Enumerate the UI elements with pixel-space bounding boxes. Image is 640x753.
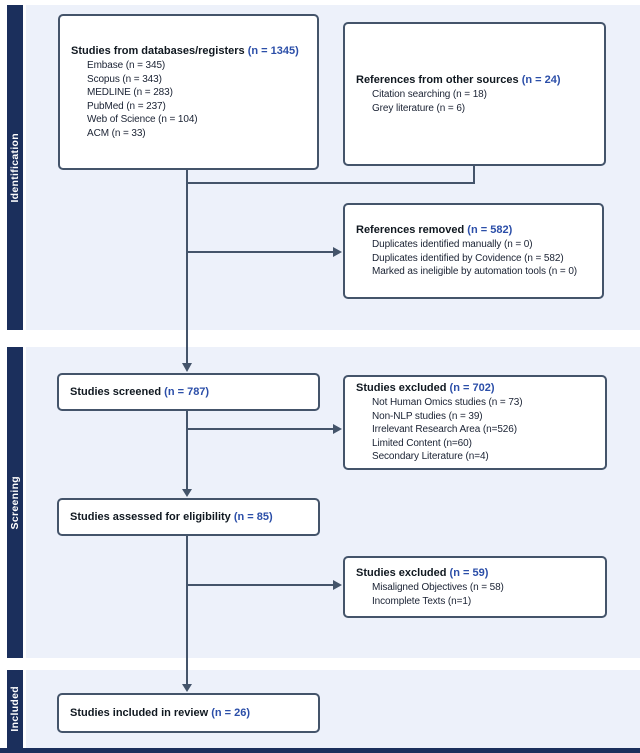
box-studies-excluded-eligibility: Studies excluded (n = 59) Misaligned Obj…	[343, 556, 607, 618]
box-title: References removed (n = 582)	[356, 223, 598, 238]
box-n-value: (n = 26)	[211, 706, 251, 719]
box-subitems: Not Human Omics studies (n = 73)Non-NLP …	[356, 396, 601, 464]
box-subitem: Not Human Omics studies (n = 73)	[372, 397, 523, 409]
arrowhead-to-excluded-eligibility	[333, 580, 342, 590]
box-n-value: (n = 1345)	[247, 45, 299, 57]
box-title: Studies included in review (n = 26)	[70, 706, 314, 721]
box-title: Studies screened (n = 787)	[70, 385, 314, 400]
box-studies-included: Studies included in review (n = 26)	[57, 693, 320, 733]
box-title: Studies from databases/registers (n = 13…	[71, 44, 313, 59]
box-subitem: Scopus (n = 343)	[87, 73, 162, 85]
box-subitem: Non-NLP studies (n = 39)	[372, 410, 483, 422]
arrowhead-to-included	[182, 684, 192, 692]
box-title-text: Studies from databases/registers	[71, 45, 245, 57]
box-title-text: Studies excluded	[356, 567, 447, 579]
arrowhead-to-screened	[182, 363, 192, 372]
box-subitem: Irrelevant Research Area (n=526)	[372, 424, 517, 436]
box-studies-screened: Studies screened (n = 787)	[57, 373, 320, 411]
arrowhead-to-assessed	[182, 489, 192, 497]
box-subitem: Duplicates identified manually (n = 0)	[372, 239, 533, 251]
box-subitem: MEDLINE (n = 283)	[87, 87, 173, 98]
box-subitem: Grey literature (n = 6)	[372, 102, 466, 114]
box-subitems: Duplicates identified manually (n = 0)Du…	[356, 238, 598, 279]
box-subitem: Marked as ineligible by automation tools…	[372, 266, 578, 278]
box-n-value: (n = 582)	[467, 224, 513, 237]
box-n-value: (n = 702)	[449, 382, 495, 395]
box-studies-assessed: Studies assessed for eligibility (n = 85…	[57, 498, 320, 536]
box-subitem: Limited Content (n=60)	[372, 437, 472, 449]
box-title: Studies excluded (n = 702)	[356, 381, 601, 396]
box-subitem: PubMed (n = 237)	[87, 100, 166, 112]
box-subitem: ACM (n = 33)	[87, 127, 146, 139]
box-title-text: Studies included in review	[70, 706, 209, 719]
box-subitem: Web of Science (n = 104)	[87, 114, 198, 125]
box-title: Studies assessed for eligibility (n = 85…	[70, 510, 314, 525]
box-subitems: Citation searching (n = 18) Grey literatu…	[356, 88, 600, 115]
stage-bar-included: Included	[7, 670, 23, 748]
box-subitem: Citation searching (n = 18)	[372, 89, 487, 100]
box-title-text: References from other sources	[356, 74, 519, 86]
box-title-text: Studies excluded	[356, 382, 447, 395]
line-other-sources-merge	[187, 166, 475, 184]
box-studies-excluded-screening: Studies excluded (n = 702) Not Human Omi…	[343, 375, 607, 470]
arrowhead-to-references-removed	[333, 247, 342, 257]
box-subitem: Misaligned Objectives (n = 58)	[372, 582, 504, 593]
box-n-value: (n = 24)	[521, 74, 561, 86]
box-subitems: Embase (n = 345) Scopus (n = 343) MEDLINE …	[71, 59, 313, 140]
box-title-text: Studies screened	[70, 385, 162, 398]
box-n-value: (n = 85)	[233, 510, 273, 523]
box-subitem: Secondary Literature (n=4)	[372, 451, 489, 463]
box-subitem: Incomplete Texts (n=1)	[372, 595, 472, 607]
box-n-value: (n = 59)	[449, 567, 489, 579]
box-studies-from-databases: Studies from databases/registers (n = 13…	[58, 14, 319, 170]
stage-bar-screening: Screening	[7, 347, 23, 658]
box-title: Studies excluded (n = 59)	[356, 566, 601, 581]
bottom-border-strip	[0, 748, 640, 753]
box-references-other-sources: References from other sources (n = 24) C…	[343, 22, 606, 166]
box-title: References from other sources (n = 24)	[356, 73, 600, 88]
stage-bar-identification: Identification	[7, 5, 23, 330]
box-subitem: Duplicates identified by Covidence (n = …	[372, 252, 564, 264]
box-n-value: (n = 787)	[164, 385, 210, 398]
box-references-removed: References removed (n = 582) Duplicates …	[343, 203, 604, 299]
box-subitems: Misaligned Objectives (n = 58) Incomplete…	[356, 581, 601, 608]
arrowhead-to-excluded-screening	[333, 424, 342, 434]
box-title-text: Studies assessed for eligibility	[70, 510, 231, 523]
box-title-text: References removed	[356, 224, 465, 237]
box-subitem: Embase (n = 345)	[87, 60, 166, 71]
